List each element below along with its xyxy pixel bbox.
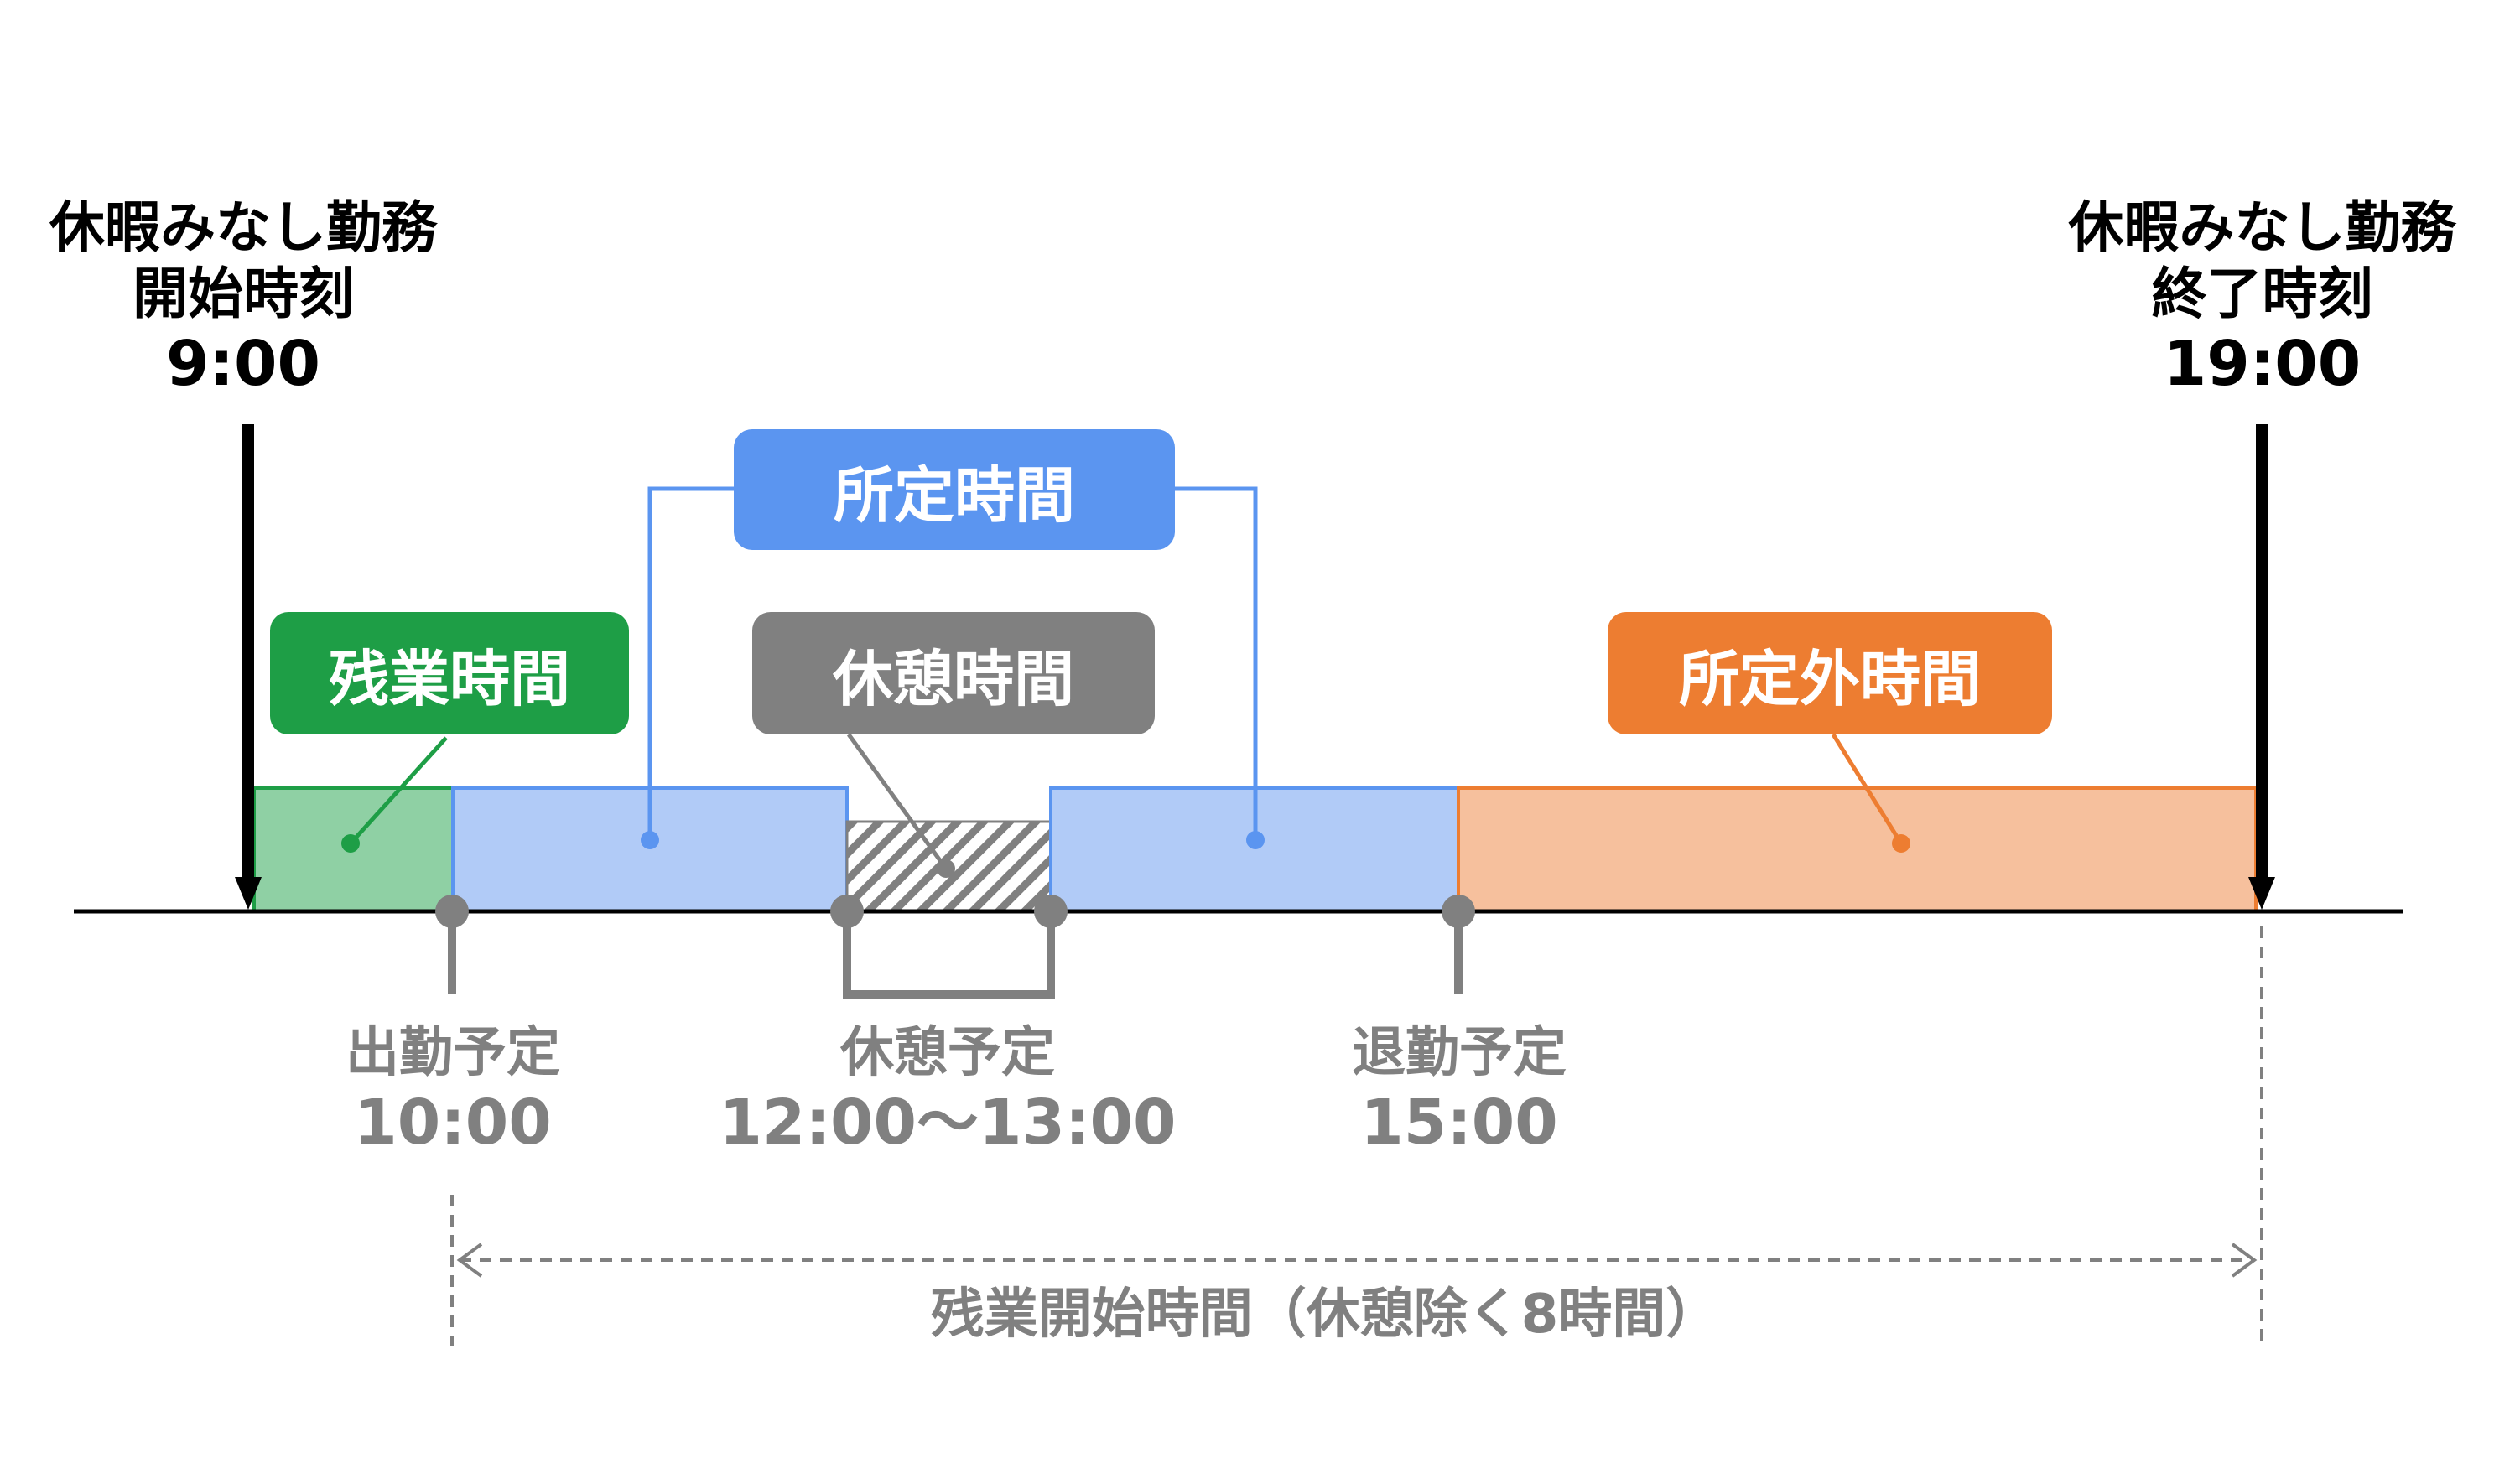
overtime-start-span-label: 残業開始時間（休憩除く8時間）	[930, 1284, 1720, 1346]
start-label-line2: 開始時刻	[133, 262, 354, 327]
shukkin-label: 出勤予定 10:00	[285, 1021, 621, 1160]
kyukei-start-dot	[830, 895, 864, 928]
start-label-line1: 休暇みなし勤務	[49, 195, 437, 260]
overtime-dot	[341, 834, 360, 853]
end-label: 休暇みなし勤務 終了時刻 19:00	[2029, 195, 2495, 402]
shukkin-time: 10:00	[354, 1086, 552, 1159]
kyukei-label: 休憩予定 12:00〜13:00	[696, 1021, 1199, 1160]
non-scheduled-dot	[1892, 834, 1910, 853]
kyukei-time: 12:00〜13:00	[719, 1086, 1177, 1159]
start-time: 9:00	[165, 328, 321, 401]
scheduled-dot-2	[1246, 831, 1265, 849]
non-scheduled-segment	[1457, 786, 2258, 913]
taikin-time: 15:00	[1360, 1086, 1558, 1159]
scheduled-bracket-right	[1175, 486, 1258, 840]
kyukei-text: 休憩予定	[840, 1022, 1055, 1084]
non-scheduled-time-tag: 所定外時間	[1608, 612, 2052, 734]
overtime-leader	[349, 736, 448, 845]
kyukei-end-dot	[1034, 895, 1068, 928]
shukkin-dot	[435, 895, 469, 928]
shukkin-text: 出勤予定	[346, 1022, 560, 1084]
start-arrow-head	[235, 877, 262, 910]
span-arrow-head-right	[2231, 1243, 2258, 1278]
break-dot	[937, 859, 955, 878]
taikin-label: 退勤予定 15:00	[1291, 1021, 1627, 1160]
span-arrow-head-left	[456, 1243, 483, 1278]
kyukei-bracket	[843, 911, 1055, 999]
taikin-text: 退勤予定	[1352, 1022, 1567, 1084]
end-arrow-head	[2248, 877, 2275, 910]
break-leader	[846, 733, 948, 870]
non-scheduled-leader	[1831, 733, 1904, 845]
scheduled-dot-1	[641, 831, 659, 849]
overtime-tag: 残業時間	[270, 612, 629, 734]
end-time: 19:00	[2163, 328, 2362, 401]
break-time-tag: 休憩時間	[752, 612, 1155, 734]
taikin-dot	[1442, 895, 1475, 928]
end-label-line2: 終了時刻	[2151, 262, 2373, 327]
start-label: 休暇みなし勤務 開始時刻 9:00	[17, 195, 470, 402]
end-label-line1: 休暇みなし勤務	[2068, 195, 2456, 260]
scheduled-bracket	[647, 486, 734, 840]
scheduled-time-tag: 所定時間	[734, 429, 1175, 550]
